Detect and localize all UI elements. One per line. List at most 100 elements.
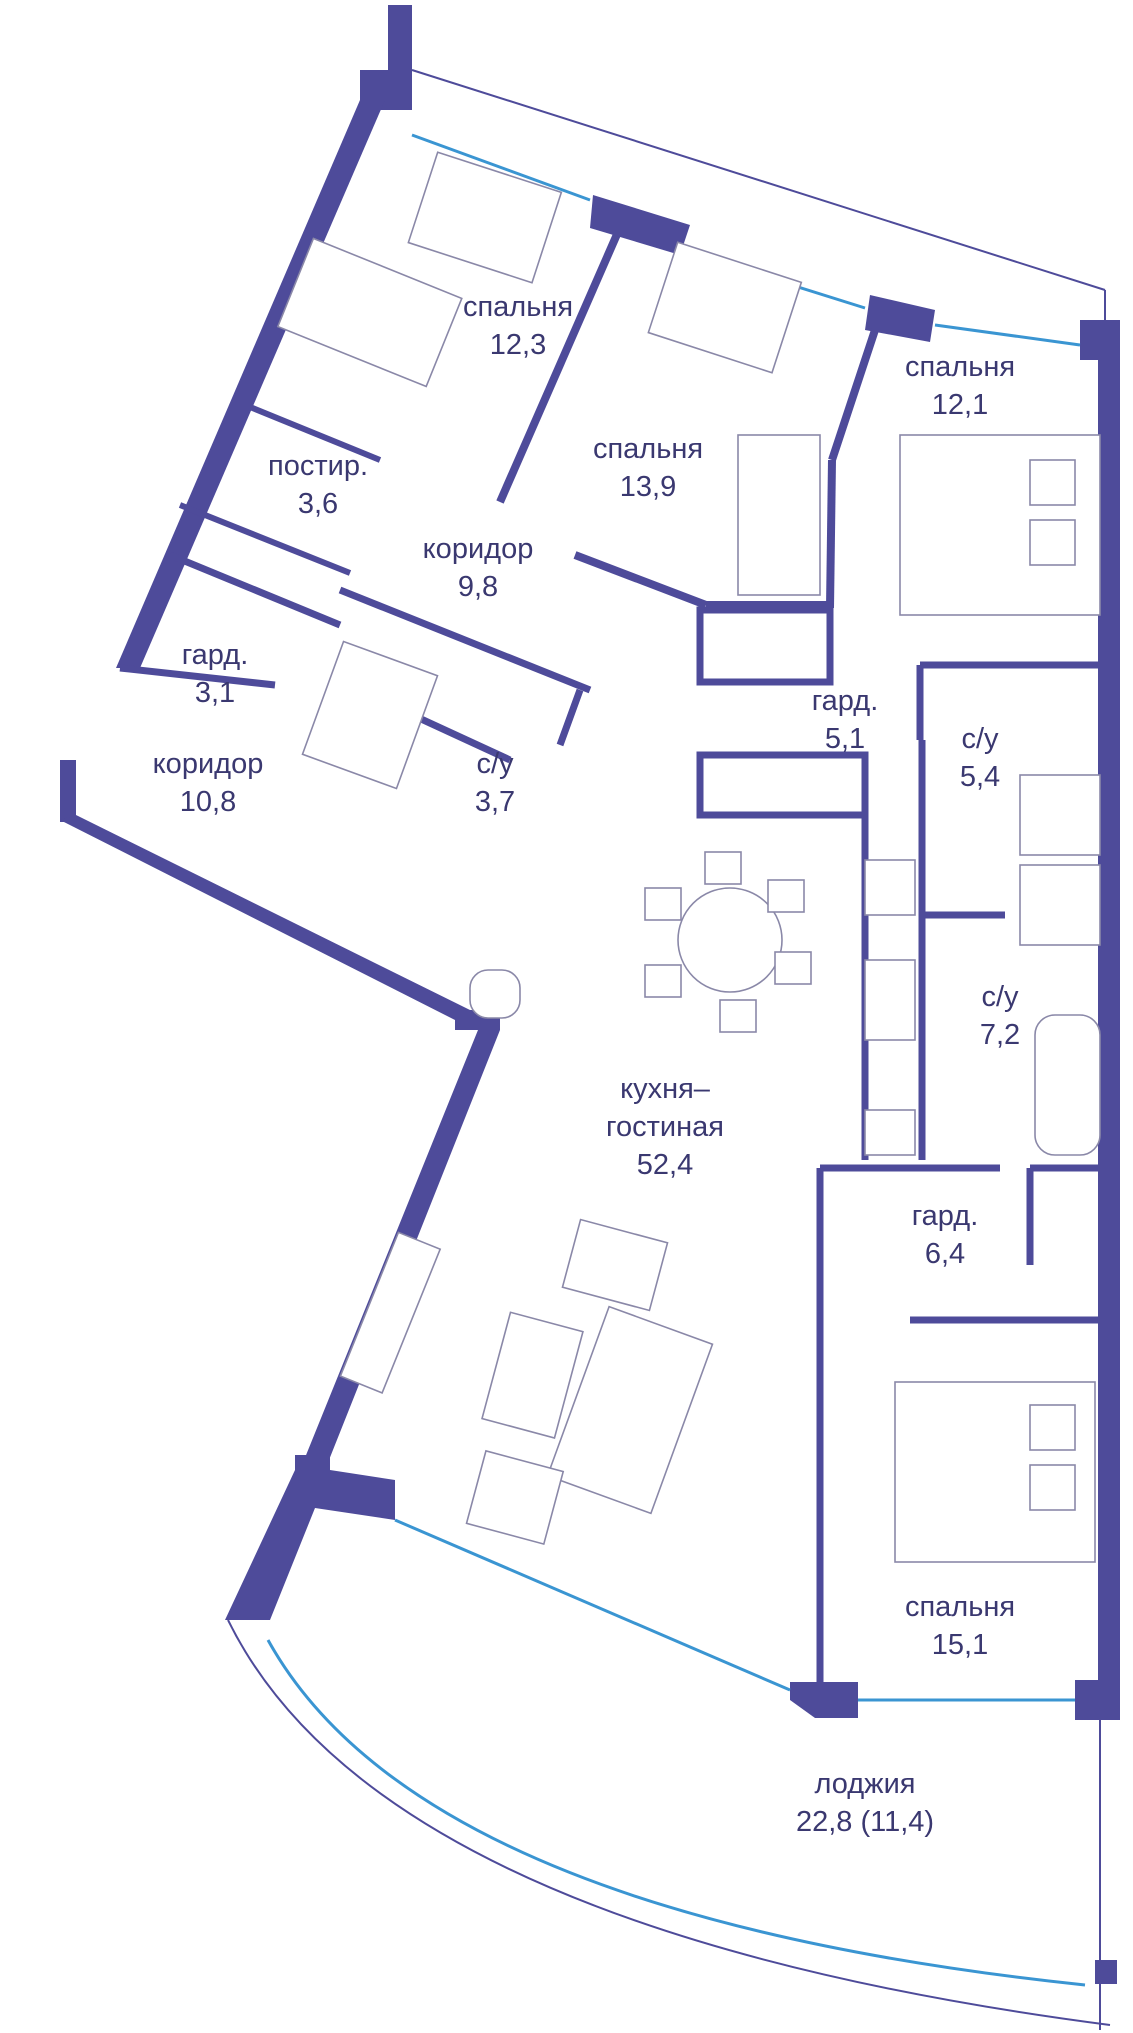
room-label-wardrobe-2: гард. 5,1 [812, 682, 879, 758]
wall-wardrobe1-bottom [119, 664, 276, 689]
room-area: 3,1 [194, 677, 236, 709]
room-area: 13,9 [619, 471, 677, 503]
dining-chair [767, 879, 805, 913]
room-label-linen: постир. 3,6 [268, 447, 368, 523]
bathtub-small [301, 640, 439, 790]
dining-chair [704, 851, 742, 885]
room-name: спальня [592, 433, 704, 465]
wall-linen-bottom [178, 502, 352, 576]
bed-bedroom2 [737, 434, 821, 596]
window-living [394, 1518, 791, 1692]
room-label-bedroom-1: спальня 12,3 [463, 288, 573, 364]
room-name: гард. [911, 1200, 979, 1232]
wall-right-corner-bottom [1075, 1680, 1120, 1720]
dining-chair [644, 887, 682, 921]
washbasin [469, 969, 521, 1019]
room-area: 6,4 [924, 1238, 966, 1270]
room-label-bedroom-4: спальня 15,1 [905, 1588, 1015, 1664]
room-label-bathroom-1: с/у 5,4 [960, 720, 1000, 796]
wall-top-right-column [865, 295, 935, 342]
room-label-bathroom-3: с/у 7,2 [980, 978, 1020, 1054]
wall-linen-top [248, 404, 382, 463]
armchair [465, 1449, 565, 1546]
room-name: спальня [904, 1591, 1016, 1623]
loggia-glazing [266, 1639, 1086, 1987]
room-area: 7,2 [979, 1019, 1021, 1051]
bed-bedroom4 [894, 1381, 1096, 1563]
room-area: 22,8 (11,4) [795, 1806, 935, 1838]
room-name: коридор [422, 533, 534, 565]
wall-right-exterior [1080, 320, 1120, 1700]
room-name: спальня [904, 351, 1016, 383]
window-bedroom3 [934, 323, 1081, 347]
sofa [546, 1305, 714, 1515]
wardrobe2-upper-closet [696, 606, 834, 686]
sink [864, 959, 916, 1041]
cooktop [864, 859, 916, 916]
wall-left-exterior-mid [60, 760, 76, 822]
room-area: 12,3 [489, 329, 547, 361]
room-area: 3,7 [474, 786, 516, 818]
armchair [561, 1218, 669, 1312]
coffee-table [481, 1311, 584, 1439]
tv-console [339, 1231, 442, 1394]
room-area: 5,4 [959, 761, 1001, 793]
dining-chair [719, 999, 757, 1033]
wall-top-left-column [360, 5, 412, 110]
fridge [864, 1109, 916, 1156]
room-area: 52,4 [636, 1149, 694, 1181]
room-label-wardrobe-1: гард. 3,1 [182, 636, 249, 712]
room-name: постир. [268, 450, 368, 482]
bed-bedroom3 [899, 434, 1101, 616]
wall-bedroom2-corridor [573, 551, 708, 609]
wall-bedroom1-bedroom2 [496, 230, 622, 504]
room-name: с/у [476, 748, 514, 780]
dining-chair [774, 951, 812, 985]
wall-top-middle-column [590, 195, 690, 255]
room-label-corridor-2: коридор 10,8 [153, 745, 264, 821]
wall-left-exterior-upper [116, 100, 385, 668]
wardrobe2-lower-closet [696, 751, 869, 819]
room-label-corridor-1: коридор 9,8 [423, 530, 534, 606]
loggia-outer-curve [227, 1619, 1111, 2026]
wall-corridor1-bottom [338, 586, 592, 694]
room-name: с/у [981, 981, 1019, 1013]
room-area: 5,1 [824, 723, 866, 755]
room-label-kitchen-living: кухня– гостиная 52,4 [606, 1070, 724, 1184]
desk-bedroom2 [647, 241, 803, 374]
dining-chair [644, 964, 682, 998]
room-name: лоджия [814, 1768, 916, 1800]
room-area: 9,8 [457, 571, 499, 603]
room-label-loggia: лоджия 22,8 (11,4) [796, 1765, 934, 1841]
wall-wardrobe1-top [168, 551, 342, 629]
shower [1019, 864, 1101, 946]
room-label-bedroom-2: спальня 13,9 [593, 430, 703, 506]
wall-bottom-right-column [790, 1682, 858, 1718]
room-area: 3,6 [297, 488, 339, 520]
desk-bedroom1 [407, 151, 563, 284]
room-label-bathroom-2: с/у 3,7 [475, 745, 515, 821]
shower [1019, 774, 1101, 856]
wall-bedroom2-bedroom3-b [826, 459, 836, 609]
room-name: с/у [961, 723, 999, 755]
room-name: гард. [811, 685, 879, 717]
wall-loggia-post [1095, 1960, 1117, 1984]
bathtub [1034, 1014, 1101, 1156]
window-bedroom1 [411, 133, 591, 202]
room-area: 15,1 [931, 1629, 989, 1661]
wall-corridor-lower [60, 815, 470, 1020]
room-area: 10,8 [179, 786, 237, 818]
room-label-wardrobe-3: гард. 6,4 [912, 1197, 979, 1273]
room-name: коридор [152, 748, 264, 780]
room-name: спальня [462, 291, 574, 323]
wall-bedroom2-bedroom3-a [828, 328, 879, 462]
room-name: гард. [181, 639, 249, 671]
bed-bedroom1 [276, 237, 463, 388]
room-area: 12,1 [931, 389, 989, 421]
wall-living-lower-left [225, 1455, 395, 1620]
room-label-bedroom-3: спальня 12,1 [905, 348, 1015, 424]
room-name: кухня– гостиная [606, 1073, 724, 1143]
wall-bath2-right [556, 688, 584, 747]
balcony-curve-top [411, 69, 1106, 291]
